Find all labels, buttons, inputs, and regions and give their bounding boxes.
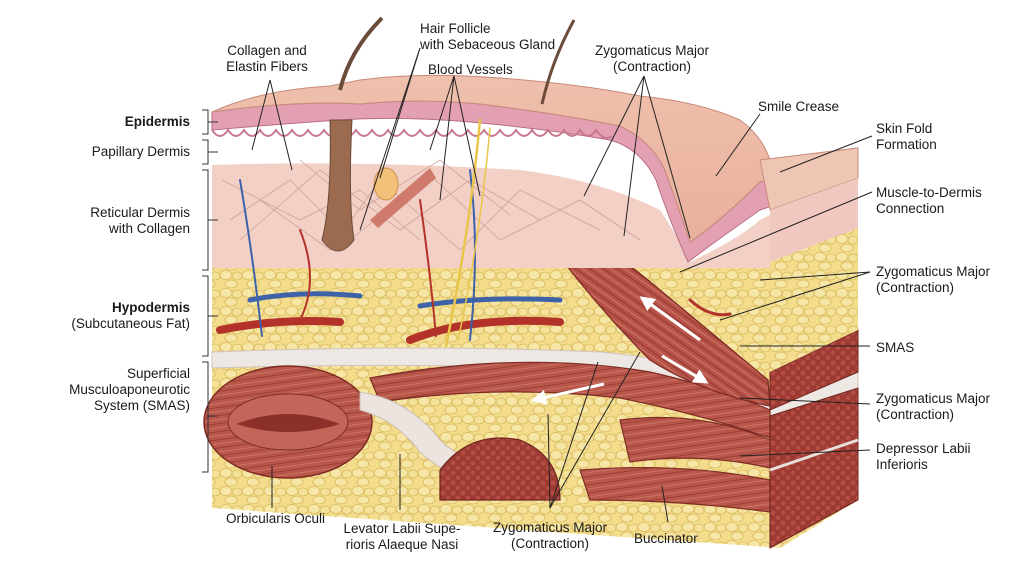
hair-shaft-2 [540, 19, 576, 105]
label-zygomaticus-top: Zygomaticus Major (Contraction) [594, 43, 710, 74]
label-zygomaticus-right-2: Zygomaticus Major (Contraction) [876, 391, 991, 422]
hair-shaft [338, 16, 384, 91]
label-hair-follicle: Hair Follicle with Sebaceous Gland [420, 21, 556, 52]
label-smas-right: SMAS [876, 340, 915, 355]
label-hypodermis: Hypodermis (Subcutaneous Fat) [71, 300, 190, 331]
skin-surface [211, 74, 859, 243]
right-face-muscle-lower [769, 387, 859, 549]
label-orbicularis: Orbicularis Oculi [226, 511, 326, 526]
label-depressor: Depressor Labii Inferioris [876, 441, 971, 472]
levator-labii-muscle [439, 437, 561, 501]
right-face-muscle-upper [769, 329, 859, 411]
label-muscle-dermis: Muscle-to-Dermis Connection [876, 185, 982, 216]
label-levator: Levator Labii Supe- rioris Alaeque Nasi [343, 521, 461, 552]
label-blood-vessels: Blood Vessels [428, 62, 513, 77]
hair-follicle [321, 119, 355, 252]
leader-lines [251, 47, 873, 523]
label-zygomaticus-right-1: Zygomaticus Major (Contraction) [876, 264, 991, 295]
label-epidermis: Epidermis [124, 114, 190, 129]
right-face-dermis [770, 178, 858, 268]
label-collagen-elastin: Collagen and Elastin Fibers [226, 43, 308, 74]
label-smile-crease: Smile Crease [758, 99, 840, 114]
papillary-ridges [211, 128, 613, 139]
label-papillary: Papillary Dermis [91, 144, 190, 159]
contraction-arrows [531, 296, 709, 405]
label-reticular: Reticular Dermis with Collagen [90, 205, 190, 236]
arrector-muscle [370, 168, 436, 228]
label-smas-left: Superficial Musculoaponeurotic System (S… [69, 366, 190, 413]
right-face-fat [770, 228, 858, 372]
label-buccinator: Buccinator [634, 531, 698, 546]
label-skin-fold: Skin Fold Formation [876, 121, 937, 152]
label-zygomaticus-bottom: Zygomaticus Major (Contraction) [492, 520, 608, 551]
sebaceous-gland [373, 167, 399, 201]
blood-vessels [216, 118, 732, 348]
layer-brackets [202, 109, 218, 473]
